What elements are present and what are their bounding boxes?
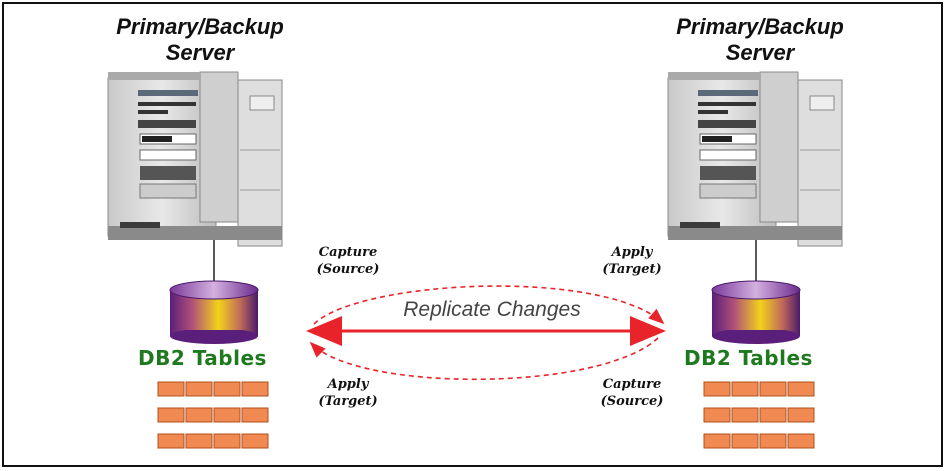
upper-dashed-arc-arrow [313,285,665,325]
right-table-bricks-icon [703,381,815,449]
right-server-title-line1: Primary/Backup [676,14,844,39]
left-bottom-label-line2: (Target) [318,394,378,409]
right-bottom-label: Capture (Source) [592,376,672,410]
right-server-title-line2: Server [725,40,795,65]
left-top-label: Capture (Source) [308,244,388,278]
lower-dashed-arc-arrow [309,337,659,381]
left-db-label: DB2 Tables [138,346,267,370]
left-top-label-line1: Capture [318,245,378,260]
right-top-label-line1: Apply [611,245,653,260]
right-bottom-label-line1: Capture [602,377,662,392]
left-bottom-label: Apply (Target) [308,376,388,410]
left-table-bricks-icon [157,381,269,449]
right-bottom-label-line2: (Source) [600,394,664,409]
right-top-label-line2: (Target) [602,262,662,277]
left-server-title-line2: Server [165,40,235,65]
right-top-label: Apply (Target) [592,244,672,278]
right-server-icon [667,71,843,247]
left-server-icon [107,71,283,247]
left-server-title: Primary/Backup Server [80,14,320,66]
left-db-cylinder-icon [169,280,259,344]
left-top-label-line2: (Source) [316,262,380,277]
right-db-label: DB2 Tables [684,346,813,370]
right-server-title: Primary/Backup Server [640,14,880,66]
right-db-cylinder-icon [711,280,801,344]
left-server-title-line1: Primary/Backup [116,14,284,39]
replicate-changes-label: Replicate Changes [403,298,581,321]
left-bottom-label-line1: Apply [327,377,369,392]
